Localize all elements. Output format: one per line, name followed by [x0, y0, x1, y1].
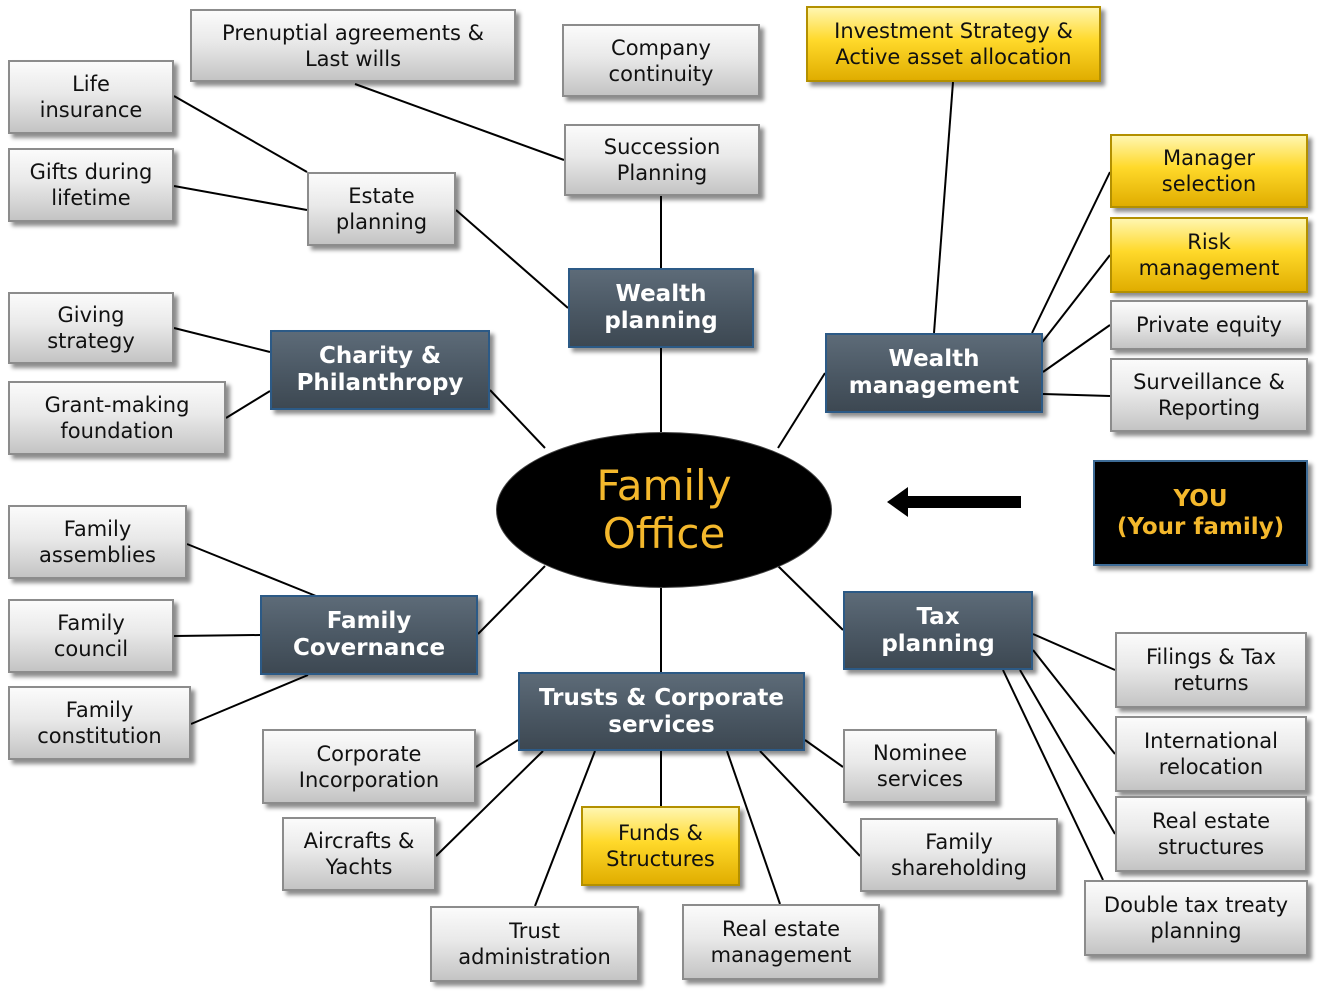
leaf-international-relocation: International relocation: [1115, 716, 1307, 792]
leaf-real-estate-management: Real estate management: [682, 904, 880, 980]
leaf-family-shareholding: Family shareholding: [860, 818, 1058, 892]
leaf-surveillance-reporting: Surveillance & Reporting: [1110, 358, 1308, 432]
leaf-corporate-incorporation: Corporate Incorporation: [262, 729, 476, 804]
leaf-investment-strategy: Investment Strategy & Active asset alloc…: [806, 6, 1101, 82]
leaf-private-equity: Private equity: [1110, 300, 1308, 350]
hub-wealth-planning: Wealth planning: [568, 268, 754, 348]
leaf-giving-strategy: Giving strategy: [8, 292, 174, 364]
hub-trusts-corporate-services: Trusts & Corporate services: [518, 672, 805, 751]
family-office-center: Family Office: [496, 432, 832, 588]
leaf-life-insurance: Life insurance: [8, 60, 174, 134]
leaf-prenuptial-agreements: Prenuptial agreements & Last wills: [190, 9, 516, 82]
leaf-estate-planning: Estate planning: [307, 172, 456, 246]
hub-wealth-management: Wealth management: [825, 333, 1043, 413]
leaf-manager-selection: Manager selection: [1110, 134, 1308, 208]
leaf-aircrafts-yachts: Aircrafts & Yachts: [282, 817, 436, 891]
leaf-real-estate-structures: Real estate structures: [1115, 796, 1307, 872]
leaf-company-continuity: Company continuity: [562, 24, 760, 97]
leaf-funds-structures: Funds & Structures: [581, 806, 740, 886]
leaf-family-council: Family council: [8, 599, 174, 673]
you-your-family-box: YOU (Your family): [1093, 460, 1308, 566]
leaf-grant-making-foundation: Grant-making foundation: [8, 381, 226, 455]
leaf-family-constitution: Family constitution: [8, 686, 191, 760]
hub-tax-planning: Tax planning: [843, 591, 1033, 670]
leaf-nominee-services: Nominee services: [843, 729, 997, 803]
leaf-succession-planning: Succession Planning: [564, 124, 760, 196]
arrow-left-icon: [887, 487, 1021, 517]
leaf-risk-management: Risk management: [1110, 217, 1308, 293]
leaf-gifts-during-lifetime: Gifts during lifetime: [8, 148, 174, 222]
leaf-family-assemblies: Family assemblies: [8, 505, 187, 579]
leaf-filings-tax-returns: Filings & Tax returns: [1115, 632, 1307, 708]
hub-family-governance: Family Covernance: [260, 595, 478, 675]
hub-charity-philanthropy: Charity & Philanthropy: [270, 330, 490, 410]
leaf-double-tax-treaty-planning: Double tax treaty planning: [1084, 880, 1308, 956]
leaf-trust-administration: Trust administration: [430, 906, 639, 982]
